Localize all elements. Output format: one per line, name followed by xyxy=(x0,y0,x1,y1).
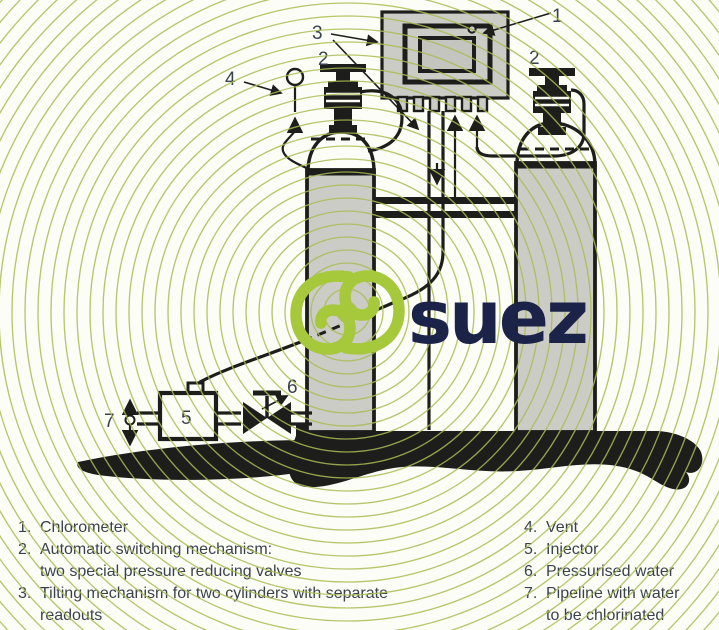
legend-num-7: 7. xyxy=(524,585,538,602)
tilting-mechanism-bars xyxy=(374,197,517,218)
callout-2-left: 2 xyxy=(318,49,329,70)
callout-3: 3 xyxy=(312,23,323,44)
legend-num-6: 6. xyxy=(524,563,538,580)
legend-text-5: Injector xyxy=(546,541,599,558)
legend-num-4: 4. xyxy=(524,519,538,536)
callout-4: 4 xyxy=(225,69,236,90)
legend-item-7: 7. Pipeline with water to be chlorinated xyxy=(524,583,714,627)
callout-6: 6 xyxy=(287,377,298,398)
left-chlorine-cylinder xyxy=(305,130,376,434)
shutoff-valve xyxy=(243,390,291,434)
legend-num-1: 1. xyxy=(18,519,32,536)
callout-5: 5 xyxy=(181,408,192,429)
left-reducing-valve xyxy=(320,64,366,133)
callout-1: 1 xyxy=(552,6,563,27)
chlorometer-display xyxy=(418,36,476,73)
legend-text-6: Pressurised water xyxy=(546,563,675,580)
legend-text-3a: Tilting mechanism for two cylinders with… xyxy=(40,585,388,602)
legend-item-6: 6. Pressurised water xyxy=(524,561,714,583)
legend-num-5: 5. xyxy=(524,541,538,558)
legend-text-7b: to be chlorinated xyxy=(546,607,665,624)
legend-item-4: 4. Vent xyxy=(524,517,714,539)
legend-text-1: Chlorometer xyxy=(40,519,129,536)
vent-circle xyxy=(285,67,305,87)
pipeline-flow-arrows xyxy=(121,398,139,447)
chlorometer-knob xyxy=(467,24,477,34)
legend-item-1: 1. Chlorometer xyxy=(18,517,498,539)
legend-text-2a: Automatic switching mechanism: xyxy=(40,541,273,558)
legend-item-2: 2. Automatic switching mechanism: two sp… xyxy=(18,539,498,583)
legend-item-5: 5. Injector xyxy=(524,539,714,561)
injector-assembly xyxy=(121,381,312,447)
callout-2-right: 2 xyxy=(529,48,540,69)
legend-text-7a: Pipeline with water xyxy=(546,585,680,602)
callout-7: 7 xyxy=(104,411,115,432)
legend-num-3: 3. xyxy=(18,585,32,602)
legend-text-3b: readouts xyxy=(40,607,103,624)
legend-item-3: 3. Tilting mechanism for two cylinders w… xyxy=(18,583,498,627)
legend-num-2: 2. xyxy=(18,541,32,558)
right-chlorine-cylinder xyxy=(514,121,597,434)
chlorometer-box xyxy=(380,10,510,113)
legend-text-4: Vent xyxy=(546,519,579,536)
legend-text-2b: two special pressure reducing valves xyxy=(40,563,302,580)
